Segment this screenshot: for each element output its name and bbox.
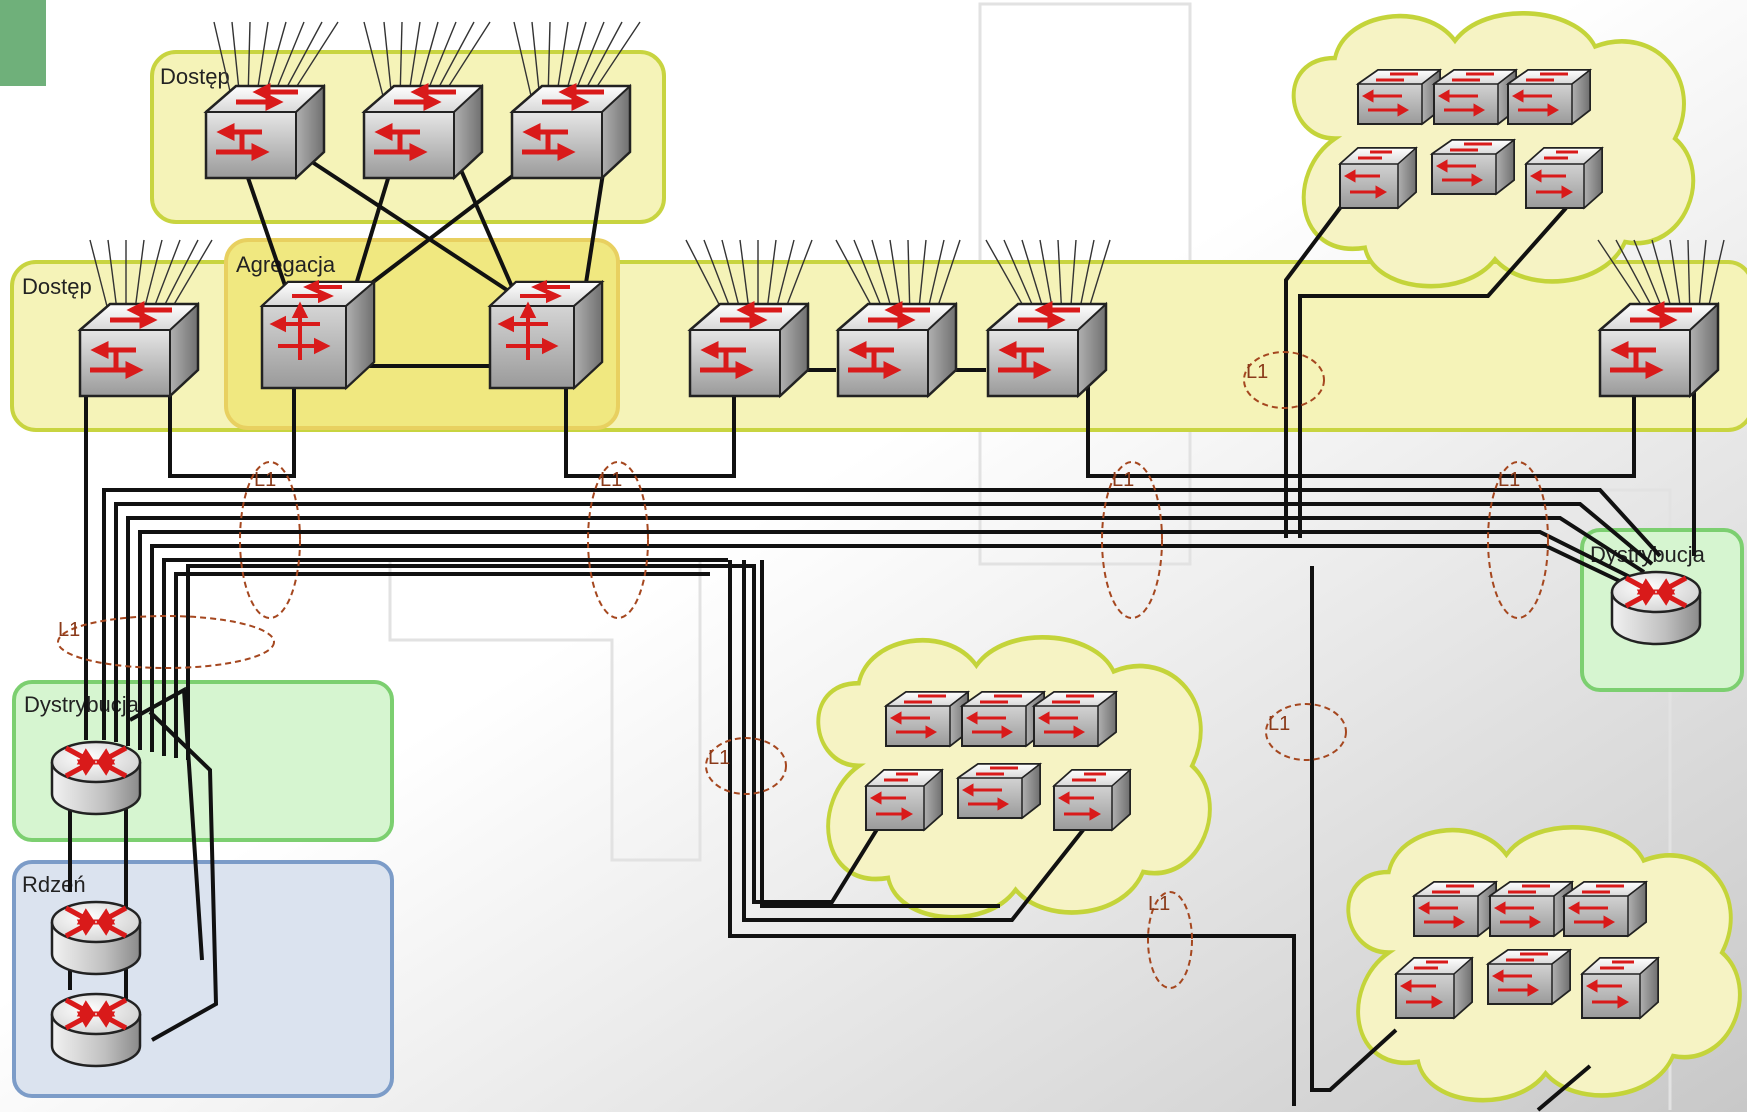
switch-icon [80,304,198,396]
l1-label: L1 [1148,893,1170,915]
l1-marker [1265,703,1347,761]
switch-icon [512,86,630,178]
switch-icon [206,86,324,178]
switch-icon [1338,146,1418,210]
switch-icon [1412,880,1498,938]
switch-icon [884,690,970,748]
l1-label: L1 [1246,361,1268,383]
switch-icon [1506,68,1592,126]
router-icon [1612,572,1700,644]
switch-icon [1580,956,1660,1020]
zone-label-access-top: Dostęp [160,64,230,89]
switch-icon [690,304,808,396]
switch-icon [364,86,482,178]
zone-label-distribution-right: Dystrybucja [1590,542,1706,567]
link-labels: L1 L1 L1 L1 L1 L1 L1 L1 L1 [58,361,1520,915]
corner-block [0,0,46,86]
switch-icon [1600,304,1718,396]
l1-marker [1147,891,1193,989]
switch-icon [1562,880,1648,938]
l1-marker [239,461,301,619]
switch-icon [1394,956,1474,1020]
aggregation-switch-icon [488,280,604,390]
switch-icon [1356,68,1442,126]
switch-icon [1432,68,1518,126]
zone-label-core: Rdzeń [22,872,86,897]
l1-marker [1243,351,1325,409]
l1-label: L1 [600,469,622,491]
l1-label: L1 [254,469,276,491]
aggregation-switch-icon [260,280,376,390]
switch-icon [960,690,1046,748]
router-icon [52,994,140,1066]
l1-label: L1 [58,619,80,641]
switch-icon [838,304,956,396]
l1-marker [1101,461,1163,619]
switch-icon [1052,768,1132,832]
zone-label-distribution-left: Dystrybucja [24,692,140,717]
l1-marker [1487,461,1549,619]
switch-icon [1488,880,1574,938]
router-icon [52,742,140,814]
l1-label: L1 [708,747,730,769]
zone-label-access-mid: Dostęp [22,274,92,299]
switch-icon [864,768,944,832]
switch-icon [1524,146,1604,210]
l1-label: L1 [1112,469,1134,491]
l1-label: L1 [1498,469,1520,491]
switch-icon [956,762,1042,820]
switch-icon [1430,138,1516,196]
l1-label: L1 [1268,713,1290,735]
zone-label-aggregation: Agregacja [236,252,336,277]
switch-icon [1486,948,1572,1006]
l1-marker [587,461,649,619]
l1-marker [57,615,275,669]
router-icon [52,902,140,974]
switch-icon [1032,690,1118,748]
link-bundle-markers [57,351,1549,989]
l1-marker [705,737,787,795]
network-links [68,150,1696,1112]
switch-icon [988,304,1106,396]
